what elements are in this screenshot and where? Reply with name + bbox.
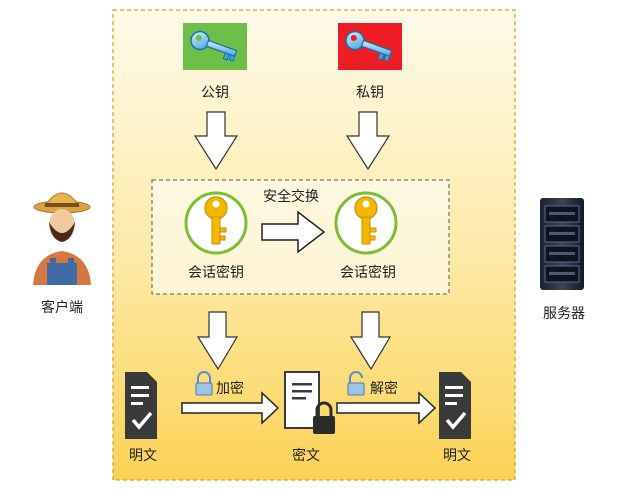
- server-icon: [540, 198, 584, 290]
- down-arrow-private: [345, 111, 391, 171]
- plaintext-right-label: 明文: [443, 448, 471, 464]
- session-key-left-icon: [184, 191, 248, 255]
- private-key-label: 私钥: [356, 85, 384, 101]
- plaintext-left-label: 明文: [129, 448, 157, 464]
- private-key-icon: [338, 23, 402, 70]
- public-key-icon: [183, 23, 247, 70]
- down-arrow-session-left: [196, 311, 239, 371]
- client-avatar-icon: [33, 192, 91, 285]
- exchange-arrow: [261, 210, 326, 254]
- public-key-label: 公钥: [201, 85, 229, 101]
- secure-exchange-label: 安全交换: [263, 189, 319, 205]
- ciphertext-icon: [284, 371, 335, 434]
- decrypt-lock-icon: [347, 371, 365, 396]
- encrypt-label: 加密: [216, 381, 244, 397]
- down-arrow-public: [193, 111, 239, 171]
- plaintext-left-icon: [125, 372, 157, 439]
- encrypt-arrow: [181, 391, 280, 425]
- server-label: 服务器: [543, 306, 585, 322]
- decrypt-label: 解密: [370, 381, 398, 397]
- session-key-right-label: 会话密钥: [340, 265, 396, 281]
- client-label: 客户端: [41, 300, 83, 316]
- plaintext-right-icon: [439, 372, 471, 439]
- ciphertext-label: 密文: [292, 448, 320, 464]
- down-arrow-session-right: [349, 311, 392, 371]
- encrypt-lock-icon: [195, 371, 213, 396]
- session-key-left-label: 会话密钥: [188, 265, 244, 281]
- decrypt-arrow: [336, 391, 437, 425]
- session-key-right-icon: [334, 191, 398, 255]
